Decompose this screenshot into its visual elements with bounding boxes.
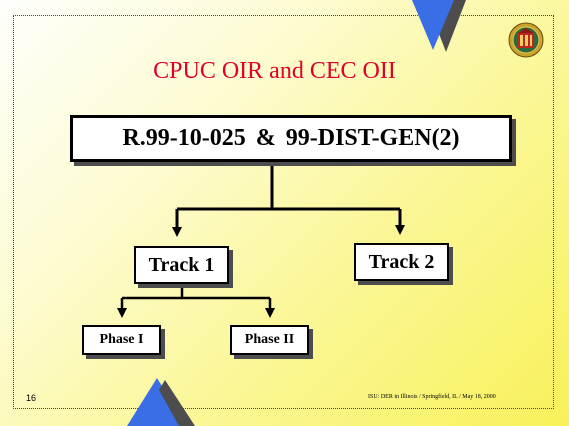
blue-triangle-up-icon (127, 378, 195, 426)
connector-main-to-tracks (172, 162, 405, 237)
university-seal (508, 22, 544, 58)
blue-triangle-down-icon (412, 0, 466, 52)
main-box-docket: R.99-10-025 & 99-DIST-GEN(2) (70, 115, 512, 162)
slide-border (13, 15, 554, 409)
phase1-box: Phase I (82, 325, 161, 355)
footer-text: ISU: DER in Illinois / Springfield, IL /… (368, 394, 496, 400)
slide-title: CPUC OIR and CEC OII (153, 58, 396, 84)
phase2-box: Phase II (230, 325, 309, 355)
track1-box: Track 1 (134, 246, 229, 284)
page-number: 16 (26, 393, 37, 403)
connector-track1-to-phases (117, 284, 275, 318)
track2-box: Track 2 (354, 243, 449, 281)
